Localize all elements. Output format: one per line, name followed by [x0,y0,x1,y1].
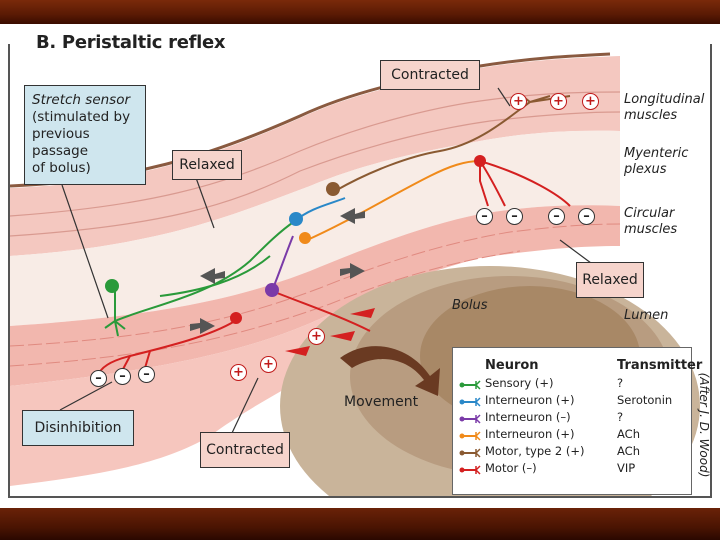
myenteric-label: Myenteric plexus [624,146,688,178]
motor-inhibitory-cell-body-1 [230,312,242,324]
minus-symbol: – [506,208,523,225]
legend-neuron-name: Motor (–) [485,461,537,475]
legend-transmitter: Serotonin [617,393,673,407]
circular-line-2: muscles [624,222,678,237]
legend-neuron-name: Interneuron (+) [485,427,575,441]
plus-symbol: + [582,93,599,110]
circular-label: Circular muscles [624,206,677,238]
bolus-label: Bolus [452,298,488,313]
contracted-top-box: Contracted [380,60,480,90]
legend-neuron-name: Motor, type 2 (+) [485,444,585,458]
plus-symbol: + [510,93,527,110]
legend-row: Interneuron (+) ACh [459,427,691,442]
credit: (After J. D. Wood) [694,356,711,496]
motor-type2-cell-body [326,182,340,196]
legend-transmitter: VIP [617,461,636,475]
legend-row: Interneuron (+) Serotonin [459,393,691,408]
interneuron-ach-cell-body [299,232,311,244]
legend-neuron-header: Neuron [485,358,539,373]
longitudinal-line-2: muscles [624,108,678,123]
myenteric-line-2: plexus [624,162,667,177]
neuron-symbol-icon [459,396,481,407]
minus-symbol: – [578,208,595,225]
longitudinal-line-1: Longitudinal [624,92,705,107]
figure-title: B. Peristaltic reflex [30,32,232,53]
motor-inhibitory-path [97,320,236,377]
minus-symbol: – [548,208,565,225]
plus-symbol: + [308,328,325,345]
myenteric-plexus-layer [10,130,620,326]
legend-row: Motor, type 2 (+) ACh [459,444,691,459]
legend-neuron-name: Interneuron (–) [485,410,571,424]
minus-symbol: – [476,208,493,225]
movement-arrow [340,346,440,396]
legend-row: Motor (–) VIP [459,461,691,476]
plus-symbol: + [550,93,567,110]
relaxed-right-box: Relaxed [576,262,644,298]
legend-transmitter: ACh [617,427,640,441]
sensory-neuron-path [114,220,296,322]
legend-row: Interneuron (–)? [459,410,691,425]
stretch-sensor-line-4: of bolus) [32,160,91,176]
movement-label: Movement [344,394,419,410]
minus-symbol: – [114,368,131,385]
neuron-symbol-icon [459,447,481,458]
legend: Neuron Transmitter Sensory (+)?Interneur… [452,347,702,495]
interneuron-serotonin-cell-body [289,212,303,226]
myenteric-line-1: Myenteric [624,146,689,161]
stretch-sensor-line-3: previous passage [32,126,90,159]
neuron-symbol-icon [459,430,481,441]
minus-symbol: – [90,370,107,387]
neuron-symbol-icon [459,413,481,424]
credit-text: (After J. D. Wood) [697,372,711,478]
legend-transmitter: ? [617,410,624,424]
legend-row: Sensory (+)? [459,376,691,391]
legend-transmitter: ? [617,376,624,390]
disinhibition-box: Disinhibition [22,410,134,446]
stretch-sensor-line-2: (stimulated by [32,109,131,125]
bottom-banner [0,508,720,540]
longitudinal-muscle-layer [10,56,620,256]
circular-muscle-layer [10,205,620,386]
relaxed-upper-box: Relaxed [172,150,242,180]
motor-inhibitory-cell-body-2 [474,155,486,167]
top-banner [0,0,720,24]
longitudinal-label: Longitudinal muscles [624,92,704,124]
lumen-label: Lumen [624,308,669,323]
neuron-symbol-icon [459,379,481,390]
minus-symbol: – [138,366,155,383]
plus-symbol: + [260,356,277,373]
legend-transmitter-header: Transmitter [617,358,703,373]
sensory-cell-body [105,279,119,293]
legend-neuron-name: Sensory (+) [485,376,554,390]
contracted-bottom-box: Contracted [200,432,290,468]
stretch-sensor-line-1: Stretch sensor [32,92,131,108]
circular-line-1: Circular [624,206,675,221]
plus-symbol: + [230,364,247,381]
stretch-sensor-box: Stretch sensor (stimulated by previous p… [24,85,146,185]
figure-frame [8,44,712,498]
neuron-symbol-icon [459,464,481,475]
interneuron-inhibitory-cell-body [265,283,279,297]
interneuron-ach-path [304,160,481,242]
legend-transmitter: ACh [617,444,640,458]
legend-neuron-name: Interneuron (+) [485,393,575,407]
motor-type2-path [334,101,531,192]
